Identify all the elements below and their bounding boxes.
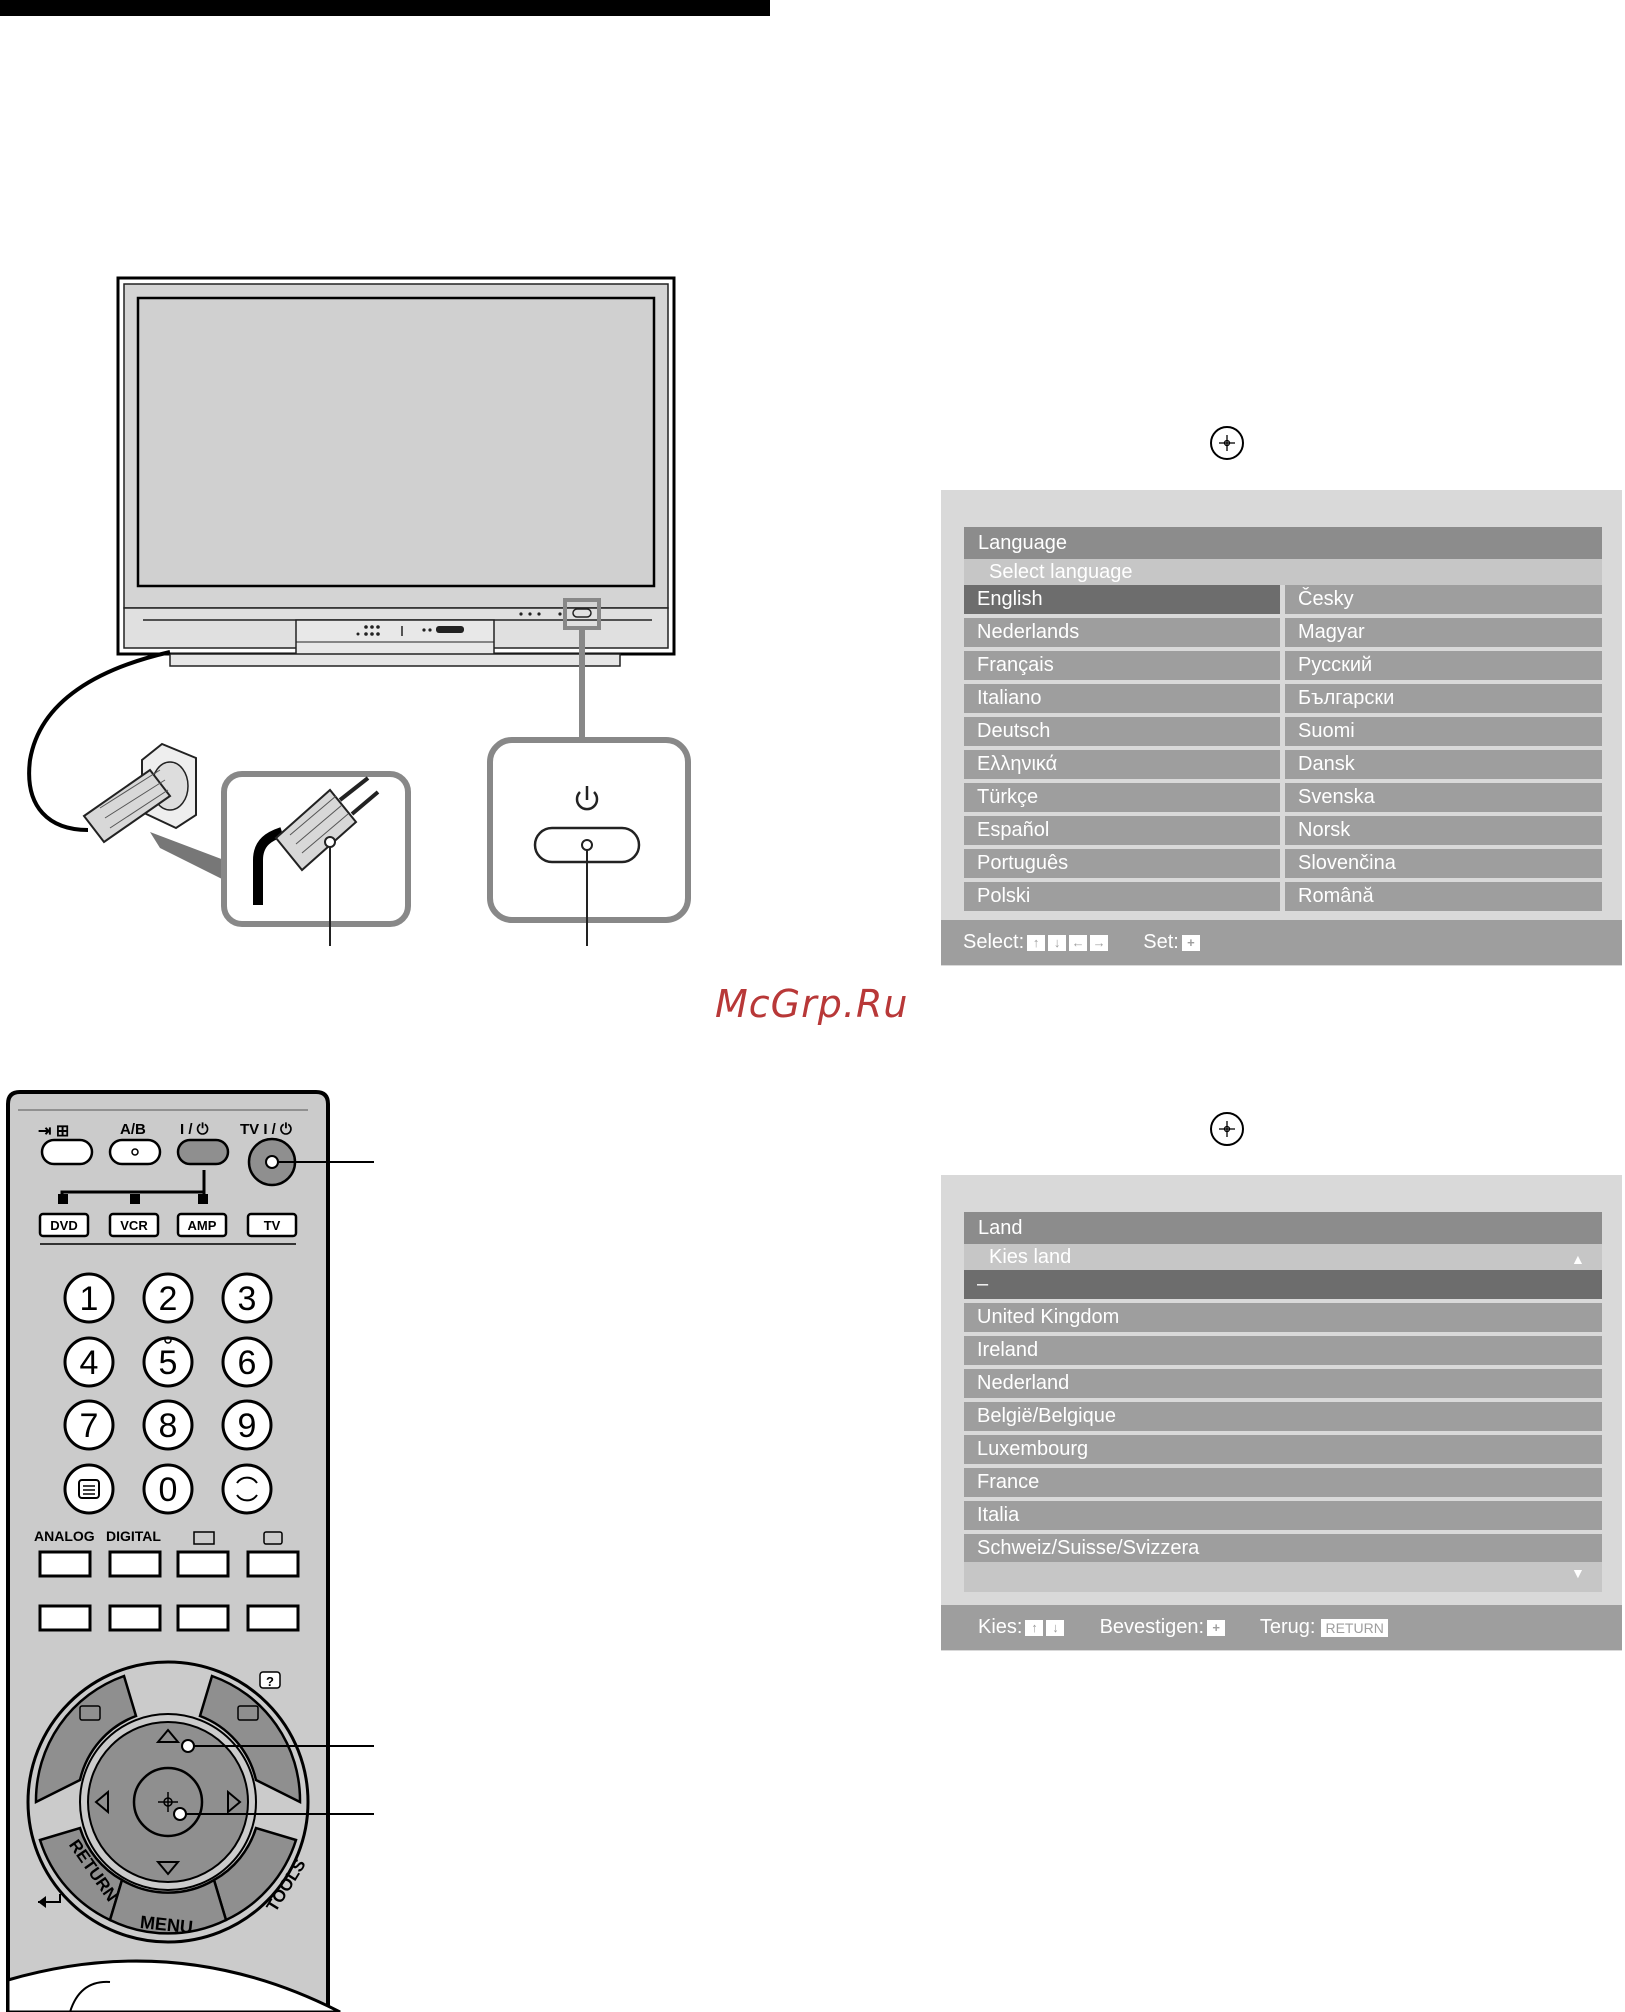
scroll-up-icon[interactable]: ▲ (1571, 1251, 1585, 1267)
ok-button-icon-2 (1210, 1112, 1244, 1146)
language-option[interactable]: Slovenčina (1285, 849, 1602, 878)
power-button-zoom (487, 737, 691, 946)
info-icon (237, 1705, 259, 1721)
help-icon (259, 1671, 281, 1689)
digit-5: 5 (159, 1344, 178, 1382)
remote-label-tv-power: TV I / ⏻ (240, 1121, 292, 1138)
input-icon: ⇥ ⊞ (38, 1123, 69, 1140)
language-option[interactable]: Norsk (1285, 816, 1602, 845)
language-option[interactable]: Italiano (964, 684, 1280, 713)
language-option[interactable]: Dansk (1285, 750, 1602, 779)
language-option[interactable]: Česky (1285, 585, 1602, 614)
watermark: McGrp.Ru (715, 982, 909, 1026)
wide-icon (193, 1531, 215, 1545)
language-option[interactable]: Български (1285, 684, 1602, 713)
country-option[interactable]: – (964, 1270, 1602, 1299)
up-key-icon: ↑ (1027, 934, 1046, 951)
return-key: RETURN (1321, 1618, 1388, 1637)
language-option[interactable]: Türkçe (964, 783, 1280, 812)
footer-select-label: Select: (963, 931, 1025, 953)
country-option[interactable]: Luxembourg (964, 1435, 1602, 1464)
country-option[interactable]: Ireland (964, 1336, 1602, 1365)
header-bar (0, 0, 770, 16)
language-option[interactable]: Português (964, 849, 1280, 878)
country-menu-footer: Kies:↑↓ Bevestigen:+ Terug: RETURN (941, 1605, 1622, 1650)
remote-mode-dvd: DVD (50, 1218, 77, 1233)
remote-mode-amp: AMP (188, 1218, 217, 1233)
footer-set-label: Set: (1143, 931, 1179, 953)
digit-6: 6 (238, 1344, 257, 1382)
digit-2: 2 (159, 1280, 178, 1318)
remote-label-ab: A/B (120, 1121, 146, 1138)
tv-illustration (116, 276, 676, 740)
digit-7: 7 (80, 1407, 99, 1445)
left-key-icon: ← (1069, 934, 1088, 951)
country-option[interactable]: Schweiz/Suisse/Svizzera (964, 1534, 1602, 1563)
language-option[interactable]: Nederlands (964, 618, 1280, 647)
up-key-icon: ↑ (1025, 1619, 1044, 1636)
down-key-icon: ↓ (1046, 1619, 1065, 1636)
language-option[interactable]: Français (964, 651, 1280, 680)
country-option[interactable]: Italia (964, 1501, 1602, 1530)
remote-label-help: ? (266, 1674, 274, 1689)
down-arrow-icon (155, 1861, 181, 1876)
ok-button-icon-1 (1210, 426, 1244, 460)
digit-9: 9 (238, 1407, 257, 1445)
right-arrow-icon (227, 1789, 242, 1815)
guide-icon (79, 1705, 101, 1721)
footer-bevestigen-label: Bevestigen: (1099, 1616, 1205, 1638)
ok-key-icon: + (1181, 934, 1200, 951)
language-option[interactable]: Deutsch (964, 717, 1280, 746)
digit-4: 4 (80, 1344, 99, 1382)
remote-control (6, 1090, 374, 2012)
language-option[interactable]: Magyar (1285, 618, 1602, 647)
digit-3: 3 (238, 1280, 257, 1318)
language-menu-subtitle: Select language (964, 559, 1602, 585)
country-option[interactable]: France (964, 1468, 1602, 1497)
language-option[interactable]: Русский (1285, 651, 1602, 680)
remote-label-power: I / ⏻ (180, 1121, 209, 1138)
left-arrow-icon (94, 1789, 109, 1815)
up-arrow-icon (155, 1728, 181, 1743)
teletext-icon (78, 1479, 100, 1499)
scroll-down-icon[interactable]: ▼ (1571, 1565, 1585, 1581)
footer-terug-label: Terug: (1259, 1616, 1316, 1638)
down-key-icon: ↓ (1048, 934, 1067, 951)
language-option[interactable]: Română (1285, 882, 1602, 911)
footer-kies-label: Kies: (978, 1616, 1023, 1638)
ok-key-icon: + (1207, 1619, 1226, 1636)
remote-mode-tv: TV (264, 1218, 281, 1233)
country-list-blank-row (964, 1562, 1602, 1592)
country-option[interactable]: United Kingdom (964, 1303, 1602, 1332)
language-option[interactable]: Suomi (1285, 717, 1602, 746)
country-menu-title: Land (964, 1212, 1602, 1244)
jump-icon (236, 1476, 258, 1502)
power-plug-illustration (27, 650, 411, 946)
country-option[interactable]: België/Belgique (964, 1402, 1602, 1431)
language-option[interactable]: Polski (964, 882, 1280, 911)
remote-label-analog: ANALOG (34, 1528, 95, 1544)
digit-0: 0 (159, 1471, 178, 1509)
remote-mode-vcr: VCR (120, 1218, 148, 1233)
language-option[interactable]: Svenska (1285, 783, 1602, 812)
remote-label-digital: DIGITAL (106, 1528, 161, 1544)
digit-1: 1 (80, 1280, 99, 1318)
language-option[interactable]: English (964, 585, 1280, 614)
country-menu-subtitle: Kies land (964, 1244, 1602, 1270)
freeze-icon (263, 1531, 283, 1545)
language-menu-title: Language (964, 527, 1602, 559)
country-option[interactable]: Nederland (964, 1369, 1602, 1398)
language-option[interactable]: Español (964, 816, 1280, 845)
language-option[interactable]: Ελληνικά (964, 750, 1280, 779)
language-menu-footer: Select:↑↓←→ Set:+ (941, 920, 1622, 965)
digit-8: 8 (159, 1407, 178, 1445)
right-key-icon: → (1090, 934, 1109, 951)
